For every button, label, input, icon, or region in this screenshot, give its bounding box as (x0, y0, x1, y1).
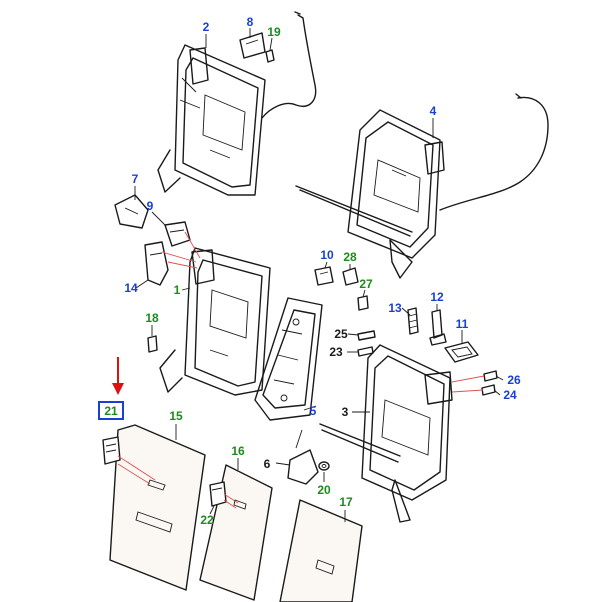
callout-26: 26 (507, 373, 521, 387)
part-11-plate (444, 341, 479, 363)
part-7-cover (114, 194, 149, 229)
callout-19: 19 (267, 25, 281, 39)
callout-12: 12 (430, 290, 444, 304)
part-6-bracket (287, 429, 319, 485)
part-25-bolt (357, 330, 376, 341)
part-4-seatback-frame (295, 109, 445, 279)
highlight-arrow (112, 357, 124, 395)
callout-labels: 2 8 19 4 7 9 10 28 27 14 1 13 12 11 18 2… (104, 15, 521, 527)
part-3-seatback-frame (319, 344, 453, 523)
part-5-hinge-frame (254, 297, 323, 421)
callout-2: 2 (203, 20, 210, 34)
callout-9: 9 (147, 199, 154, 213)
callout-22: 22 (200, 513, 214, 527)
part-27-clip (357, 295, 369, 311)
part-16-cover-panel (199, 464, 273, 601)
callout-13: 13 (388, 301, 402, 315)
callout-18: 18 (145, 311, 159, 325)
part-18-bolt (147, 335, 158, 353)
callout-25: 25 (334, 327, 348, 341)
pink-leaders-22 (223, 493, 239, 509)
part-10-bracket (314, 266, 334, 286)
callout-10: 10 (320, 248, 334, 262)
part-19-bolt (265, 49, 275, 63)
callout-5: 5 (310, 404, 317, 418)
highlight-box-21 (98, 401, 124, 420)
part-21-latch (102, 436, 121, 465)
part-20-washer (318, 461, 330, 471)
callout-6: 6 (264, 457, 271, 471)
leader-lines (134, 28, 504, 522)
callout-11: 11 (456, 317, 469, 331)
part-26-fastener (483, 370, 498, 382)
release-cable-right (439, 93, 549, 211)
part-1-seatback-frame (159, 247, 271, 396)
part-15-cover-panel (109, 424, 206, 591)
callout-16: 16 (231, 444, 245, 458)
callout-15: 15 (169, 409, 183, 423)
callout-14: 14 (124, 281, 138, 295)
callout-23: 23 (329, 345, 343, 359)
part-13-bolt (407, 307, 419, 335)
callout-27: 27 (359, 277, 373, 291)
part-28-bracket (342, 267, 359, 286)
part-14-hinge-bracket (144, 241, 169, 286)
callout-28: 28 (343, 250, 357, 264)
callout-24: 24 (503, 388, 517, 402)
part-17-cover-panel (279, 499, 363, 602)
callout-21: 21 (104, 404, 118, 418)
callout-1: 1 (174, 283, 181, 297)
callout-4: 4 (430, 104, 437, 118)
callout-7: 7 (132, 172, 139, 186)
part-24-fastener (481, 384, 496, 396)
part-2-seatback-frame (157, 44, 266, 196)
pink-leaders-21 (117, 455, 156, 485)
callout-3: 3 (342, 405, 349, 419)
part-12-stud (429, 309, 447, 346)
callout-8: 8 (247, 15, 254, 29)
pink-leaders-right (451, 375, 485, 393)
pink-leaders-upper (161, 231, 201, 269)
part-8-bracket (239, 32, 266, 59)
callout-20: 20 (317, 483, 331, 497)
part-22-latch (209, 481, 227, 507)
callout-17: 17 (339, 495, 353, 509)
release-cable-upper (261, 11, 317, 119)
